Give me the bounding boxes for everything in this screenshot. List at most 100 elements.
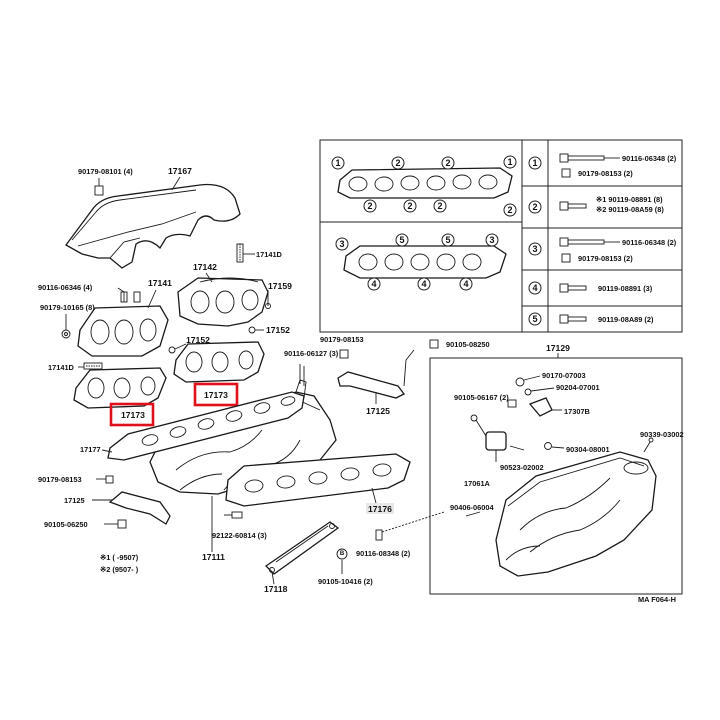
svg-text:4: 4 (532, 283, 537, 293)
label-90179-08153-mid: 90179-08153 (320, 335, 364, 344)
panel-key-row-1: 1 90116-06348 (2) 90179-08153 (2) (528, 153, 677, 178)
exhaust-manifold-17142 (177, 277, 269, 327)
intake-chamber-plenum (495, 451, 657, 577)
label-90116-06127: 90116-06127 (3) (284, 349, 339, 358)
svg-text:90116-06348 (2): 90116-06348 (2) (622, 154, 677, 163)
label-17118: 17118 (264, 584, 288, 594)
part-90339-03002 (643, 437, 654, 453)
studs-90116-06346 (120, 291, 141, 303)
label-17125-mid: 17125 (366, 406, 390, 416)
label-92122-60814: 92122-60814 (3) (212, 531, 267, 540)
panel-gasket-lower (343, 245, 507, 279)
bracket-17307B (528, 397, 553, 417)
panel-key-row-4: 4 90119-08891 (3) (528, 281, 653, 295)
highlight-box-17173-right (193, 382, 239, 407)
label-90179-08153-left: 90179-08153 (38, 475, 82, 484)
label-17141D-top: 17141D (256, 250, 283, 259)
bolt-90179-08101 (94, 178, 104, 196)
panel-key-row-5: 5 90119-08A89 (2) (528, 312, 654, 326)
label-17111: 17111 (202, 552, 225, 562)
panel-gasket-upper (337, 167, 513, 199)
label-17142: 17142 (193, 262, 217, 272)
label-90105-08250-top: 90105-08250 (446, 340, 490, 349)
label-90179-10165: 90179-10165 (8) (40, 303, 95, 312)
svg-text:4: 4 (421, 279, 426, 289)
panel-upper-callouts: 1 2 2 1 2 2 2 2 (331, 155, 517, 217)
svg-text:3: 3 (339, 239, 344, 249)
svg-text:1: 1 (335, 158, 340, 168)
label-17307B: 17307B (564, 407, 590, 416)
label-90170-07003: 90170-07003 (542, 371, 586, 380)
panel-key-row-3: 3 90116-06348 (2) 90179-08153 (2) (528, 237, 677, 263)
nuts-90179-10165 (61, 329, 71, 339)
part-90304-08001 (544, 442, 552, 450)
svg-text:2: 2 (407, 201, 412, 211)
studs-90116-06127 (299, 364, 305, 386)
gasket-17152-right (248, 326, 256, 334)
svg-text:90119-08891 (3): 90119-08891 (3) (598, 284, 653, 293)
exhaust-gasket-17173-right (173, 341, 265, 383)
label-90105-10416: 90105-10416 (2) (318, 577, 373, 586)
part-90170-07003 (515, 377, 525, 387)
svg-text:B: B (340, 551, 345, 557)
label-17152-left: 17152 (186, 335, 210, 345)
highlight-box-17173-left (109, 402, 155, 427)
bracket-17125-left (108, 491, 171, 525)
label-17159: 17159 (268, 281, 292, 291)
svg-text:2: 2 (532, 202, 537, 212)
svg-text:90116-06348 (2): 90116-06348 (2) (622, 238, 677, 247)
svg-text:※2 90119-08A59 (8): ※2 90119-08A59 (8) (596, 205, 664, 214)
svg-text:5: 5 (399, 235, 404, 245)
bolt-90105-08250-top (403, 339, 439, 387)
intake-gasket-17176 (225, 453, 411, 507)
label-17141: 17141 (148, 278, 172, 288)
heat-insulator-17167 (65, 183, 241, 269)
label-90116-06346: 90116-06346 (4) (38, 283, 93, 292)
svg-text:2: 2 (437, 201, 442, 211)
label-90406-06004: 90406-06004 (450, 503, 494, 512)
intake-chamber-17129-box (429, 357, 683, 595)
panel-key-row-2: 2 ※1 90119-08891 (8) ※2 90119-08A59 (8) (528, 195, 664, 214)
gasket-detail-panel (319, 139, 683, 333)
manifold-stay-17118 (264, 521, 340, 575)
stud-90116-08348 (375, 511, 445, 541)
svg-text:2: 2 (367, 201, 372, 211)
svg-text:2: 2 (507, 205, 512, 215)
label-17061A: 17061A (464, 479, 491, 488)
bolt-90105-06250 (117, 519, 127, 529)
svg-text:90119-08A89 (2): 90119-08A89 (2) (598, 315, 654, 324)
svg-text:1: 1 (532, 158, 537, 168)
label-90105-06167: 90105-06167 (2) (454, 393, 509, 402)
nut-92122-60814 (224, 511, 243, 519)
note-1: ※1 ( -9507) (100, 553, 139, 562)
label-90116-08348: 90116-08348 (2) (356, 549, 411, 558)
intake-gasket-17177 (107, 391, 305, 461)
vsv-17061A (470, 414, 507, 462)
exhaust-manifold-17141 (77, 305, 169, 357)
part-90523-02002 (509, 445, 525, 451)
panel-lower-callouts: 3 5 5 3 4 4 4 (335, 233, 499, 291)
label-17167: 17167 (168, 166, 192, 176)
svg-text:4: 4 (371, 279, 376, 289)
label-17129: 17129 (546, 343, 570, 353)
label-90304-08001: 90304-08001 (566, 445, 610, 454)
label-17173-right: 17173 (204, 390, 228, 400)
svg-text:5: 5 (445, 235, 450, 245)
part-90204-07001 (524, 388, 532, 396)
label-17125-left: 17125 (64, 496, 85, 505)
gasket-17152-left (168, 346, 176, 354)
svg-text:2: 2 (445, 158, 450, 168)
label-17152-right: 17152 (266, 325, 290, 335)
svg-text:※1 90119-08891 (8): ※1 90119-08891 (8) (596, 195, 663, 204)
stud-17141D-top (236, 243, 244, 263)
svg-text:3: 3 (489, 235, 494, 245)
nut-90179-08153-left (105, 475, 114, 484)
label-17176: 17176 (368, 504, 392, 514)
label-17141D-left: 17141D (48, 363, 75, 372)
label-90179-08101: 90179-08101 (4) (78, 167, 133, 176)
svg-text:5: 5 (532, 314, 537, 324)
label-bg-17176 (366, 503, 394, 514)
svg-text:1: 1 (507, 157, 512, 167)
svg-text:90179-08153 (2): 90179-08153 (2) (578, 254, 633, 263)
